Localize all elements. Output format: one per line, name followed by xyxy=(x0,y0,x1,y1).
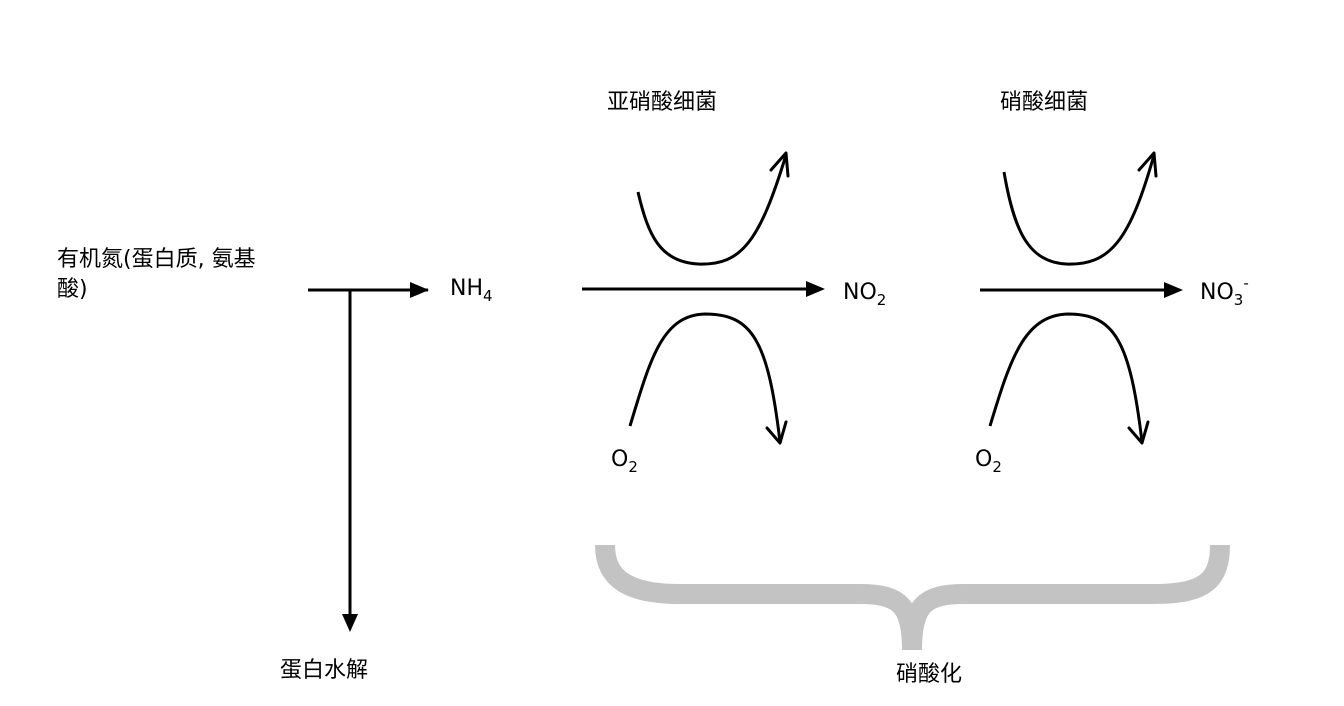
nitrite-bacteria-label: 亚硝酸细菌 xyxy=(607,90,718,115)
bacteria-curve-arrow-1 xyxy=(636,154,788,266)
nitrate-formula: NO3- xyxy=(1200,274,1249,309)
oxygen-formula-1: O2 xyxy=(611,447,638,476)
oxygen-curve-arrow-1-head xyxy=(765,420,788,445)
arrow-to-nitrite-head xyxy=(806,281,825,297)
oxygen-curve-arrow-2 xyxy=(988,312,1144,443)
oxygen-formula-2: O2 xyxy=(975,447,1002,476)
nitrate-bacteria-label: 硝酸细菌 xyxy=(1000,90,1089,115)
bacteria-curve-arrow-1-head xyxy=(769,151,790,178)
protein-hydrolysis-label: 蛋白水解 xyxy=(280,658,369,683)
bacteria-curve-arrow-2-head xyxy=(1137,151,1158,178)
arrow-to-nitrate-head xyxy=(1164,282,1183,298)
ammonium-formula: NH4 xyxy=(450,276,493,305)
nitrification-label: 硝酸化 xyxy=(896,662,963,687)
arrow-to-ammonium-head xyxy=(410,282,429,298)
oxygen-curve-arrow-2-head xyxy=(1127,420,1150,445)
nitrification-brace xyxy=(595,544,1230,651)
organic-nitrogen-label: 有机氮(蛋白质, 氨基 酸) xyxy=(57,247,256,302)
arrow-down-hydrolysis-head xyxy=(342,614,358,632)
bacteria-curve-arrow-2 xyxy=(1002,154,1156,266)
nitrite-formula: NO2 xyxy=(843,280,887,309)
oxygen-curve-arrow-1 xyxy=(628,312,782,443)
